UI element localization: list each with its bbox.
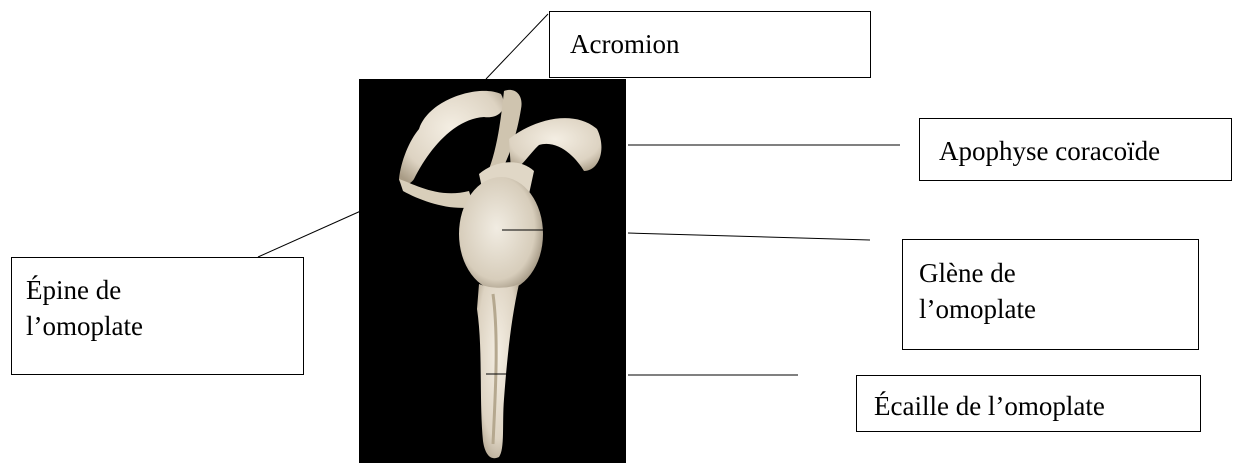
scapula-photo: [359, 79, 626, 463]
ecaille-shape: [477, 284, 519, 458]
label-epine: Épine de l’omoplate: [11, 257, 304, 375]
label-apophyse-coracoide-text: Apophyse coracoïde: [939, 133, 1231, 169]
leader-line-acromion: [486, 14, 548, 79]
coracoid-shape: [509, 118, 601, 171]
label-acromion-text: Acromion: [570, 26, 870, 62]
leader-line-glene-outer: [628, 233, 870, 240]
label-acromion: Acromion: [549, 11, 871, 78]
label-glene-text: Glène de l’omoplate: [919, 255, 1198, 327]
spine-shape: [399, 179, 474, 208]
leader-line-epine: [258, 210, 363, 257]
scapula-bone: [359, 79, 626, 463]
label-ecaille: Écaille de l’omoplate: [856, 375, 1201, 432]
label-ecaille-text: Écaille de l’omoplate: [874, 388, 1200, 424]
glene-shape: [459, 177, 543, 291]
label-epine-text: Épine de l’omoplate: [26, 272, 303, 344]
label-glene: Glène de l’omoplate: [902, 239, 1199, 350]
label-apophyse-coracoide: Apophyse coracoïde: [919, 118, 1232, 181]
